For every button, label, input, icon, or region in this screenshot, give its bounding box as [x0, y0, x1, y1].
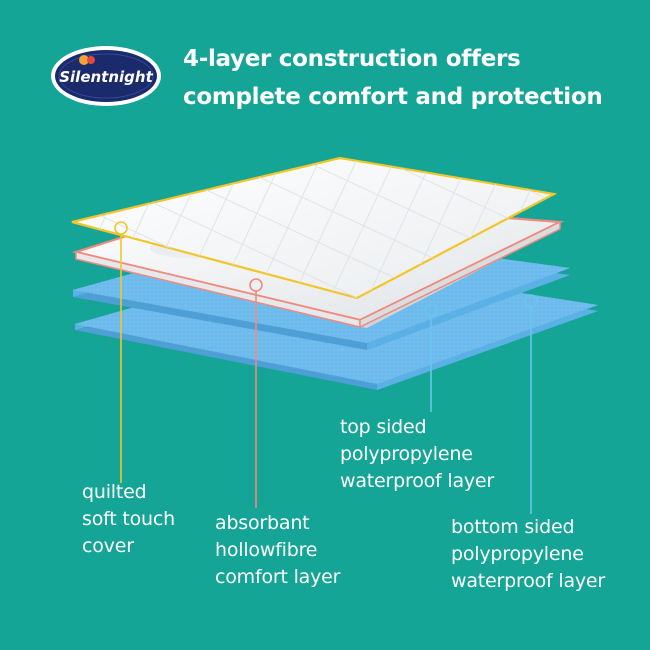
- label-line: quilted: [82, 481, 147, 503]
- label-line: polypropylene: [340, 443, 473, 465]
- label-line: polypropylene: [451, 543, 584, 565]
- label-top-sided: top sided polypropylene waterproof layer: [340, 414, 494, 495]
- label-bottom-sided: bottom sided polypropylene waterproof la…: [451, 514, 605, 595]
- label-line: soft touch: [82, 508, 175, 530]
- label-hollowfibre: absorbant hollowfibre comfort layer: [215, 510, 340, 591]
- callout-hollowfibre: [249, 278, 263, 508]
- label-line: bottom sided: [451, 516, 575, 538]
- silentnight-logo: Silentnight: [51, 46, 161, 106]
- label-line: cover: [82, 535, 134, 557]
- label-quilted: quilted soft touch cover: [82, 479, 175, 560]
- label-line: top sided: [340, 416, 427, 438]
- layer-quilted: [71, 156, 558, 300]
- headline-line-1: 4-layer construction offers: [183, 46, 521, 72]
- label-line: absorbant: [215, 512, 310, 534]
- logo-emblem-icon: [79, 55, 95, 65]
- label-line: waterproof layer: [340, 470, 495, 492]
- label-line: comfort layer: [215, 566, 341, 588]
- label-line: waterproof layer: [451, 570, 606, 592]
- callout-bottom-sided: [524, 294, 538, 514]
- label-line: hollowfibre: [215, 539, 318, 561]
- headline-line-2: complete comfort and protection: [183, 84, 603, 110]
- headline: 4-layer construction offers complete com…: [183, 40, 643, 116]
- logo-text: Silentnight: [59, 68, 153, 86]
- callout-top-sided: [424, 303, 438, 412]
- callout-quilted: [114, 221, 128, 483]
